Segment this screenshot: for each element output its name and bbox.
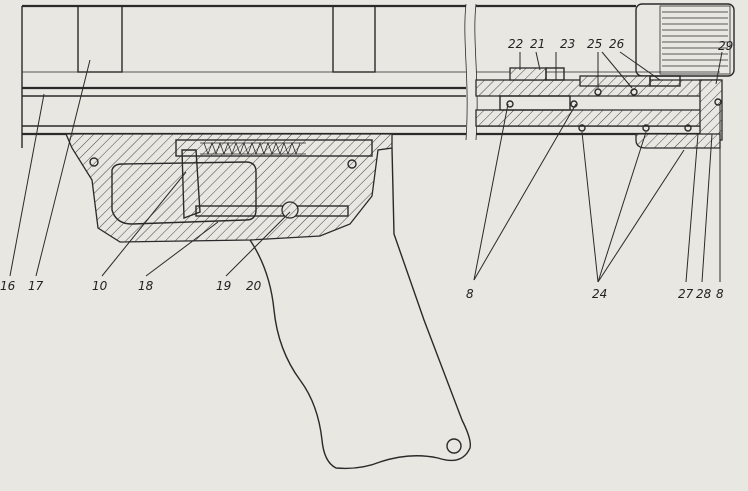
label-8-right: 8: [716, 287, 724, 301]
label-21: 21: [530, 37, 545, 51]
pistol-grip: [249, 147, 472, 470]
trigger-spring: [200, 141, 306, 156]
label-25: 25: [587, 37, 602, 51]
label-27: 27: [678, 287, 694, 301]
label-28: 28: [696, 287, 712, 301]
label-26: 26: [609, 37, 625, 51]
label-16: 16: [0, 279, 16, 293]
label-17: 17: [28, 279, 44, 293]
label-23: 23: [560, 37, 575, 51]
label-8-left: 8: [466, 287, 474, 301]
label-19: 19: [216, 279, 231, 293]
label-29: 29: [718, 39, 733, 53]
label-10: 10: [92, 279, 108, 293]
trigger-frame: [65, 133, 393, 243]
label-20: 20: [246, 279, 262, 293]
label-22: 22: [508, 37, 523, 51]
part-labels: 22 21 23 25 26 29 16 17 10 18 19 20 8 24…: [0, 37, 733, 301]
label-24: 24: [592, 287, 607, 301]
label-18: 18: [138, 279, 154, 293]
leader-lines: [9, 51, 723, 283]
knurled-cap: [635, 3, 735, 77]
